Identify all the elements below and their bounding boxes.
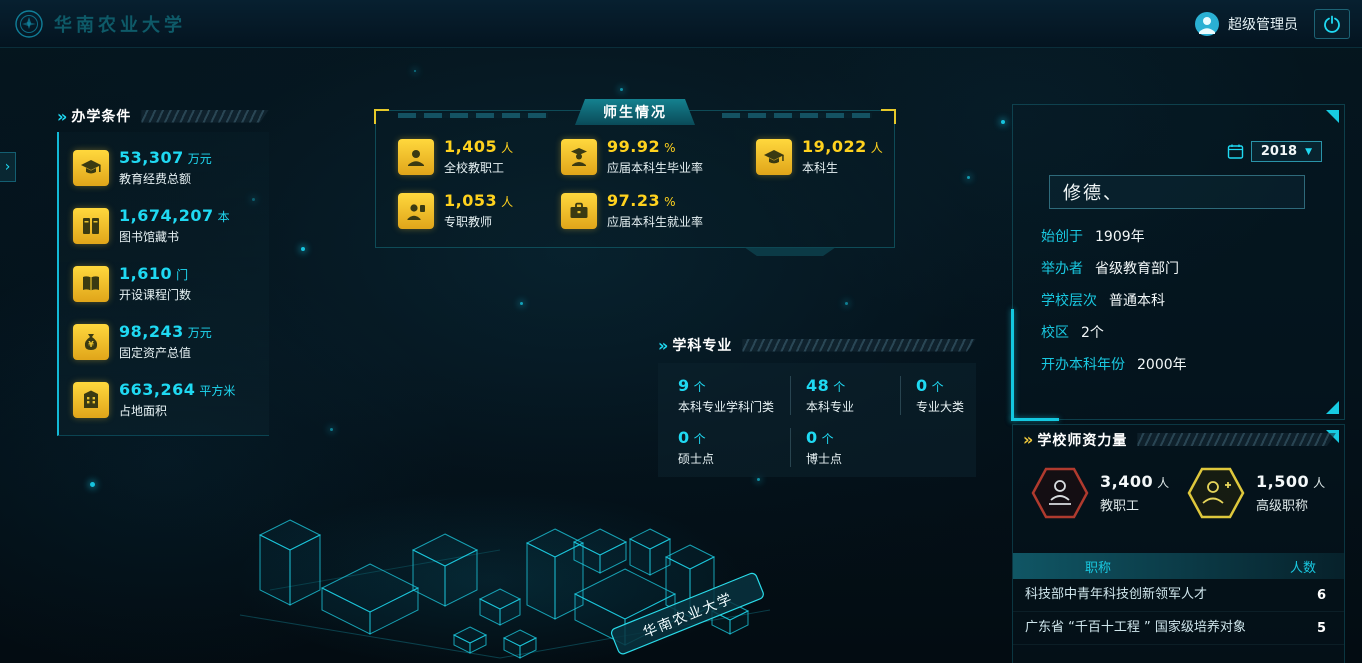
power-icon [1324,15,1340,33]
staff-person-icon [398,138,434,175]
power-button[interactable] [1314,8,1350,39]
particle-dot [330,428,333,431]
table-row: 科技部中青年科技创新领军人才 6 [1013,579,1344,612]
particle-dot [90,482,95,487]
expand-arrow-icon: › [4,159,11,175]
title-stripes-deco [742,339,976,352]
panel-notch-deco [744,247,836,256]
conditions-panel-title: » 办学条件 [57,104,269,128]
particle-dot [620,88,623,91]
top-bar: 华南农业大学 超级管理员 [0,0,1362,48]
header-right: 超级管理员 [1194,8,1350,39]
deco-line [398,113,548,118]
particle-dot [414,70,416,72]
double-chevron-icon: » [1023,430,1033,449]
particle-dot [520,302,523,305]
podium-person-icon [1031,467,1089,519]
info-field: 学校层次 普通本科 [1041,293,1165,309]
particle-dot [757,478,760,481]
year-select[interactable]: 2018 ▼ [1227,141,1322,162]
teacher-person-icon [398,192,434,229]
svg-text:¥: ¥ [88,340,94,349]
corner-bracket-deco [881,109,896,124]
briefcase-icon [561,192,597,229]
faculty-strength-title: » 学校师资力量 [1013,425,1344,449]
mortarboard-icon [756,138,792,175]
info-field: 开办本科年份 2000年 [1041,357,1187,373]
corner-triangle-deco [1326,401,1339,414]
campus-glow [150,470,830,663]
campus-wireframe: 华南农业大学 [239,519,771,659]
library-books-icon [73,207,109,244]
titles-table: 职称 人数 科技部中青年科技创新领军人才 6 广东省 “千百十工程 ” 国家级培… [1013,553,1344,645]
deco-line [722,113,872,118]
majors-panel-title: » 学科专业 [658,333,976,357]
info-field: 校区 2个 [1041,325,1104,341]
title-stripes-deco [141,110,269,123]
school-name: 华南农业大学 [54,14,186,36]
faculty-student-panel-title: 师生情况 [575,99,695,125]
corner-triangle-deco [1326,110,1339,123]
table-row: 广东省 “千百十工程 ” 国家级培养对象 5 [1013,612,1344,645]
calendar-icon [1227,144,1244,159]
school-logo: 华南农业大学 [14,9,186,39]
particle-dot [845,302,848,305]
senior-person-icon [1187,467,1245,519]
particle-dot [1001,120,1005,124]
school-motto-box: 修德、 [1049,175,1305,209]
year-dropdown[interactable]: 2018 ▼ [1250,141,1322,162]
admin-user[interactable]: 超级管理员 [1194,11,1298,37]
graduate-person-icon [561,138,597,175]
avatar-icon [1195,11,1219,36]
double-chevron-icon: » [57,106,67,126]
stat-row: 99.92% 应届本科生毕业率 [561,137,756,176]
school-info-panel: 2018 ▼ 修德、 始创于 1909年 举办者 省级教育部门 学校层次 普通本… [1011,104,1345,421]
stat-row: 97.23% 应届本科生就业率 [561,191,756,230]
school-info-fields: 始创于 1909年 举办者 省级教育部门 学校层次 普通本科 校区 2个 开办本… [1041,227,1187,375]
school-emblem-icon [15,9,43,38]
double-chevron-icon: » [658,335,668,355]
corner-bracket-deco [374,109,389,124]
info-field: 举办者 省级教育部门 [1041,261,1179,277]
table-header: 职称 人数 [1013,553,1344,579]
admin-label: 超级管理员 [1228,16,1298,33]
money-bag-icon: ¥ [73,323,109,360]
info-field: 始创于 1909年 [1041,229,1145,245]
sidebar-expand-tab[interactable]: › [0,152,16,182]
particle-dot [967,176,970,179]
campus-building-icon [73,381,109,418]
course-book-icon [73,265,109,302]
chevron-down-icon: ▼ [1305,146,1312,157]
graduation-cap-icon [73,149,109,186]
title-stripes-deco [1137,433,1336,446]
particle-dot [301,247,305,251]
